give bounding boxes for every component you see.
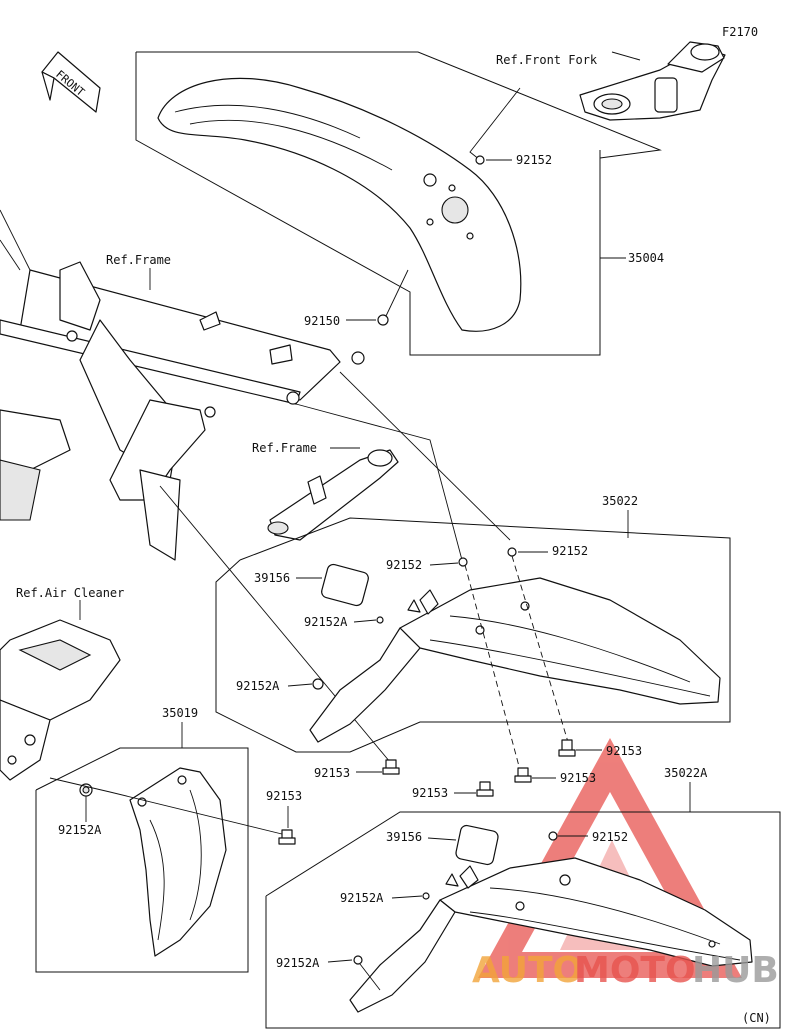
- label-35022A: 35022A: [664, 766, 708, 780]
- label-92152-cn: 92152: [592, 830, 628, 844]
- nut-92152A-e: [353, 955, 363, 965]
- frame-bracket-mid: [267, 449, 399, 541]
- label-35022: 35022: [602, 494, 638, 508]
- bolt-92150: [377, 314, 389, 326]
- ref-front-fork: Ref.Front Fork: [496, 53, 598, 67]
- nut-92152A-a: [376, 616, 384, 624]
- watermark-auto: AUTO: [472, 950, 583, 991]
- rear-fender: [399, 577, 721, 705]
- label-92153-e: 92153: [266, 789, 302, 803]
- diagram-code: F2170: [722, 25, 758, 39]
- label-92152-mid-a: 92152: [386, 558, 422, 572]
- label-92152-mid-b: 92152: [552, 544, 588, 558]
- label-92153-a: 92153: [606, 744, 642, 758]
- watermark-hub: HUB: [692, 950, 779, 991]
- pad-39156-a: [321, 563, 369, 607]
- front-fork-bracket: [579, 41, 726, 121]
- mud-guard: [129, 767, 227, 957]
- bolt-92153-b: [382, 759, 400, 775]
- main-frame: [0, 209, 365, 561]
- label-92152A-e: 92152A: [276, 956, 320, 970]
- ref-frame-top: Ref.Frame: [106, 253, 171, 267]
- label-92150: 92150: [304, 314, 340, 328]
- label-92152A-d: 92152A: [340, 891, 384, 905]
- label-35004: 35004: [628, 251, 664, 265]
- label-92153-b: 92153: [314, 766, 350, 780]
- label-92153-c: 92153: [560, 771, 596, 785]
- label-35019: 35019: [162, 706, 198, 720]
- bolt-92153-a: [558, 739, 576, 757]
- pad-39156-b: [455, 824, 499, 866]
- region-code: (CN): [742, 1011, 771, 1025]
- bolt-92153-e: [278, 829, 296, 845]
- washer-92152-mid-a: [458, 557, 468, 567]
- front-direction-badge: FRONT: [41, 51, 101, 113]
- label-92152A-c: 92152A: [58, 823, 102, 837]
- watermark-moto: MOTO: [574, 950, 696, 991]
- label-92152A-a: 92152A: [304, 615, 348, 629]
- washer-92152-cn: [548, 831, 558, 841]
- washer-92152-mid-b: [507, 547, 517, 557]
- label-39156-a: 39156: [254, 571, 290, 585]
- bolt-92153-d: [476, 781, 494, 797]
- watermark-text: AUTO MOTO HUB: [472, 950, 779, 991]
- label-92152-top: 92152: [516, 153, 552, 167]
- bolt-92153-c: [514, 767, 532, 783]
- air-cleaner-box: [0, 619, 121, 781]
- ref-air-cleaner: Ref.Air Cleaner: [16, 586, 124, 600]
- label-39156-b: 39156: [386, 830, 422, 844]
- nut-92152A-b: [312, 678, 324, 690]
- ref-frame-mid: Ref.Frame: [252, 441, 317, 455]
- nut-92152A-d: [422, 892, 430, 900]
- label-92153-d: 92153: [412, 786, 448, 800]
- rear-fender-cn: [439, 857, 753, 967]
- label-92152A-b: 92152A: [236, 679, 280, 693]
- washer-92152-top: [475, 155, 485, 165]
